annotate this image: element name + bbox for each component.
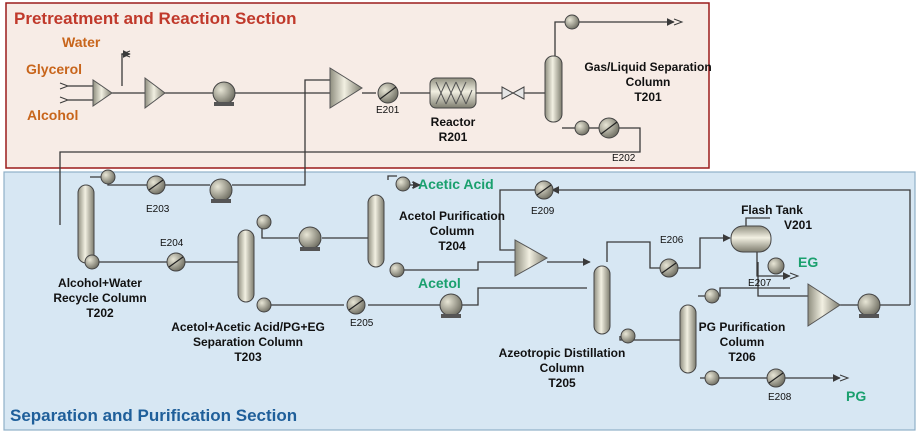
svg-text:Azeotropic Distillation: Azeotropic Distillation (499, 346, 626, 360)
separation-section-title: Separation and Purification Section (10, 406, 297, 425)
product-pg-label: PG (846, 388, 866, 404)
feed-inlets (59, 50, 131, 104)
label-e201: E201 (376, 105, 400, 116)
outlet-arrows (411, 18, 850, 382)
label-t205: Azeotropic Distillation Column T205 (499, 346, 626, 390)
label-t204: Acetol Purification Column T204 (399, 209, 505, 253)
column-t203 (237, 214, 272, 313)
svg-text:Column: Column (540, 361, 585, 375)
label-e204: E204 (160, 238, 184, 249)
mixer-5 (807, 283, 841, 327)
column-t205 (593, 265, 636, 344)
exchanger-e202 (598, 117, 620, 139)
reactor-r201 (429, 77, 477, 109)
product-acetic-acid-label: Acetic Acid (418, 176, 494, 192)
svg-text:Recycle Column: Recycle Column (53, 291, 146, 305)
mixer-4 (514, 239, 549, 277)
svg-text:Acetol+Acetic Acid/PG+EG: Acetol+Acetic Acid/PG+EG (171, 320, 325, 334)
valve (501, 86, 525, 100)
svg-text:Flash Tank: Flash Tank (741, 203, 803, 217)
svg-text:Column: Column (720, 335, 765, 349)
label-e209: E209 (531, 206, 555, 217)
exchanger-e209 (534, 180, 554, 200)
label-v201: Flash Tank V201 (741, 203, 812, 232)
pump-3 (298, 226, 322, 251)
svg-text:PG Purification: PG Purification (699, 320, 786, 334)
exchanger-e201 (377, 82, 399, 104)
svg-text:T203: T203 (234, 350, 262, 364)
exchanger-e207 (767, 257, 785, 275)
mixer-1 (92, 79, 113, 107)
label-t201: Gas/Liquid Separation Column T201 (584, 60, 711, 104)
mixer-2 (144, 77, 166, 109)
pipes (59, 18, 911, 382)
label-e203: E203 (146, 204, 170, 215)
column-t202 (77, 169, 116, 270)
feed-alcohol-label: Alcohol (27, 107, 78, 123)
svg-text:Column: Column (626, 75, 671, 89)
svg-text:Gas/Liquid Separation: Gas/Liquid Separation (584, 60, 711, 74)
svg-text:T204: T204 (438, 239, 466, 253)
svg-text:Reactor: Reactor (431, 115, 476, 129)
mixer-3 (329, 67, 363, 109)
pump-2 (209, 178, 233, 203)
product-eg-label: EG (798, 254, 818, 270)
exchanger-e205 (346, 295, 366, 315)
pretreatment-section-title: Pretreatment and Reaction Section (14, 9, 296, 28)
svg-text:T205: T205 (548, 376, 576, 390)
feed-glycerol-label: Glycerol (26, 61, 82, 77)
label-t202: Alcohol+Water Recycle Column T202 (53, 276, 146, 320)
exchanger-e208 (766, 368, 786, 388)
svg-text:Separation Column: Separation Column (193, 335, 303, 349)
svg-text:R201: R201 (439, 130, 468, 144)
column-t204 (367, 176, 411, 278)
label-e206: E206 (660, 235, 684, 246)
svg-text:T202: T202 (86, 306, 114, 320)
svg-text:V201: V201 (784, 218, 812, 232)
exchanger-e203 (146, 175, 166, 195)
exchanger-e206 (659, 258, 679, 278)
pump-4 (439, 293, 463, 318)
label-e205: E205 (350, 318, 374, 329)
label-e202: E202 (612, 153, 636, 164)
svg-text:Alcohol+Water: Alcohol+Water (58, 276, 142, 290)
label-e208: E208 (768, 392, 792, 403)
column-t201 (544, 14, 590, 136)
label-t206: PG Purification Column T206 (699, 320, 786, 364)
label-t203: Acetol+Acetic Acid/PG+EG Separation Colu… (171, 320, 325, 364)
product-acetol-label: Acetol (418, 275, 461, 291)
svg-text:Acetol Purification: Acetol Purification (399, 209, 505, 223)
label-reactor-r201: Reactor R201 (431, 115, 476, 144)
exchanger-e204 (166, 252, 186, 272)
svg-text:Column: Column (430, 224, 475, 238)
svg-text:T201: T201 (634, 90, 662, 104)
column-t206 (679, 288, 720, 386)
feed-water-label: Water (62, 34, 101, 50)
svg-text:T206: T206 (728, 350, 756, 364)
pump-5 (857, 293, 881, 318)
pump-1 (212, 81, 236, 106)
label-e207: E207 (748, 278, 772, 289)
flash-tank-v201 (730, 225, 772, 253)
